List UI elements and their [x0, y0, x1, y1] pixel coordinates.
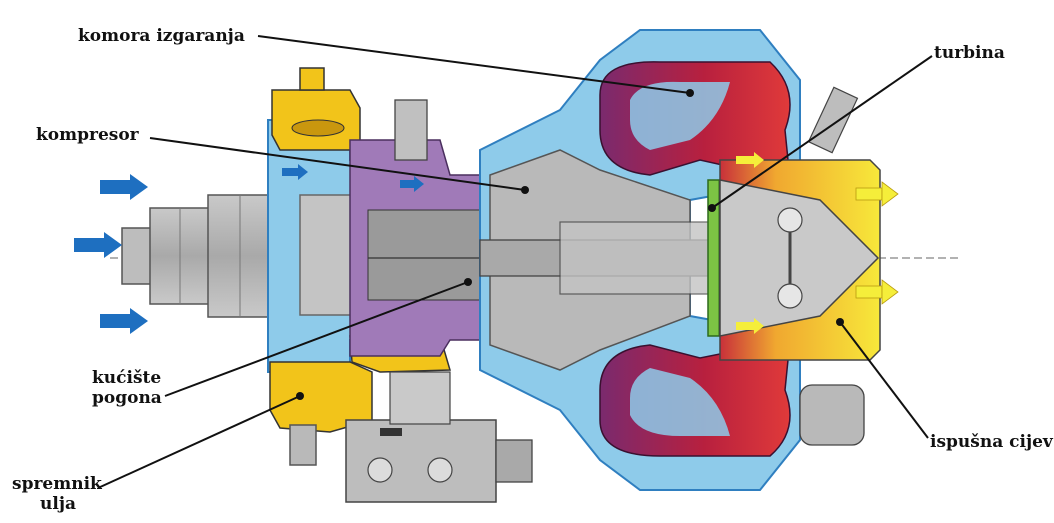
- label-drive-housing-line1: kućište: [92, 368, 162, 388]
- leader-spremnik: [97, 395, 301, 489]
- exhaust-duct: [719, 86, 881, 446]
- exhaust-arrow-2: [855, 279, 899, 305]
- leader-komora: [257, 35, 691, 94]
- combustion-chamber-top: [599, 61, 791, 181]
- leader-lines: [97, 35, 933, 489]
- oil-tank-top: [271, 67, 361, 151]
- label-combustion-chamber: komora izgaranja: [78, 26, 245, 46]
- label-drive-housing-line2: pogona: [92, 388, 162, 408]
- label-drive-housing: kućište pogona: [92, 368, 162, 408]
- leader-kompresor: [149, 137, 526, 191]
- intake-arrow-3: [100, 308, 148, 334]
- label-compressor: kompresor: [36, 125, 139, 145]
- leader-dots: [296, 89, 844, 400]
- accessory-gearbox: [345, 371, 533, 503]
- intake-arrow-1: [100, 174, 148, 200]
- leader-turbina: [711, 55, 933, 209]
- label-oil-tank-line2: ulja: [40, 494, 76, 514]
- leader-kuciste: [164, 281, 469, 397]
- label-exhaust-pipe: ispušna cijev: [930, 432, 1053, 452]
- label-oil-tank-line1: spremnik: [12, 474, 102, 494]
- label-oil-tank: spremnik ulja: [12, 474, 102, 514]
- starter-housing: [121, 194, 271, 318]
- inner-arrow-2: [400, 176, 424, 192]
- gearbox-housing: [349, 99, 489, 357]
- leader-ispusna: [839, 321, 929, 439]
- main-shaft: [479, 221, 721, 295]
- flow-arrows: [74, 152, 899, 334]
- inner-arrow-1: [282, 164, 308, 180]
- combustion-chamber-bottom: [599, 339, 791, 457]
- label-turbine: turbina: [934, 43, 1005, 63]
- exhaust-arrow-3: [736, 152, 764, 168]
- exhaust-arrow-4: [736, 318, 764, 334]
- intake-arrow-2: [74, 232, 122, 258]
- exhaust-arrow-1: [855, 181, 899, 207]
